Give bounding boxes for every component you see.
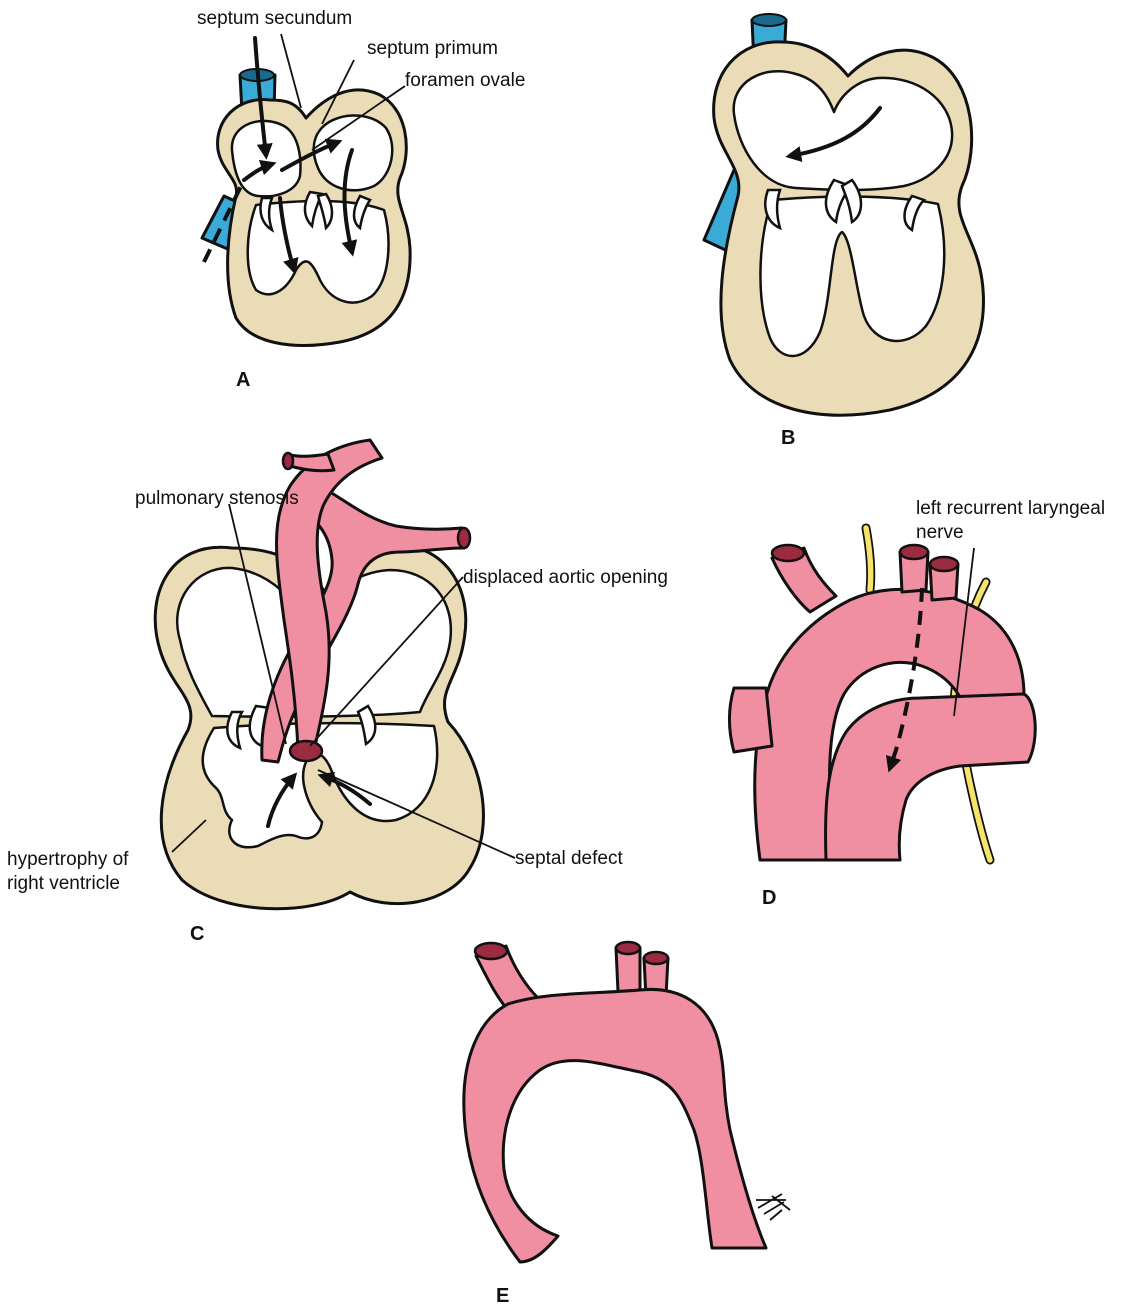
label-septal-defect: septal defect <box>515 848 623 869</box>
panel-c-heart <box>155 440 515 909</box>
panel-e-aortic-arch <box>464 942 790 1262</box>
label-pulmonary-stenosis: pulmonary stenosis <box>135 488 299 509</box>
label-laryngeal-line-1: left recurrent laryngeal <box>916 498 1105 519</box>
panel-d-left-common-carotid <box>900 545 928 592</box>
panel-d-left-pulmonary-stub <box>730 688 773 752</box>
panel-e-left-common-carotid <box>616 942 640 992</box>
panel-c-letter: C <box>190 923 204 945</box>
panel-d-pulmonary-trunk <box>826 694 1036 860</box>
panel-b-letter: B <box>781 427 795 449</box>
panel-e-aorta <box>464 989 766 1262</box>
label-laryngeal-line-2: nerve <box>916 522 964 543</box>
panel-b-heart <box>704 14 983 415</box>
panel-d-letter: D <box>762 887 776 909</box>
panel-d-aortic-arch <box>730 528 1036 860</box>
panel-a-septum-secundum-leader <box>281 34 301 108</box>
panel-e-letter: E <box>496 1285 509 1307</box>
panel-d-left-subclavian <box>930 557 958 600</box>
panel-d-brachiocephalic-artery <box>772 545 836 612</box>
label-foramen-ovale: foramen ovale <box>405 70 525 91</box>
label-septum-secundum: septum secundum <box>197 8 352 29</box>
panel-a-right-atrium-cavity <box>232 121 301 196</box>
panel-e-ligamentum-hatch <box>756 1194 790 1220</box>
panel-c-aortic-opening <box>290 741 322 761</box>
label-hypertrophy-line-1: hypertrophy of <box>7 849 129 870</box>
panel-a-letter: A <box>236 369 250 391</box>
label-septum-primum: septum primum <box>367 38 498 59</box>
label-displaced-aortic-opening: displaced aortic opening <box>463 567 668 588</box>
panel-a-heart <box>202 34 410 345</box>
label-hypertrophy-line-2: right ventricle <box>7 873 120 894</box>
